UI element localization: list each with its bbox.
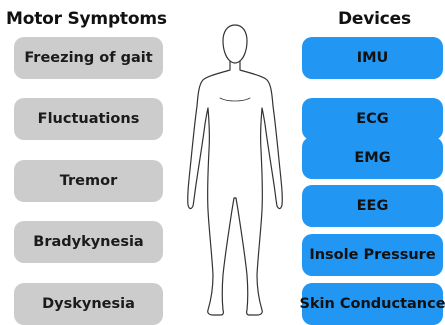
figure-body bbox=[188, 61, 283, 315]
device-skin-conductance: Skin Conductance bbox=[302, 283, 443, 325]
devices-heading: Devices bbox=[338, 9, 411, 29]
symptom-tremor: Tremor bbox=[14, 160, 163, 202]
device-insole-pressure: Insole Pressure bbox=[302, 234, 443, 276]
human-body-outline-icon bbox=[175, 20, 295, 320]
symptom-dyskynesia: Dyskynesia bbox=[14, 283, 163, 325]
device-imu: IMU bbox=[302, 37, 443, 79]
motor-symptoms-heading: Motor Symptoms bbox=[6, 9, 167, 29]
device-ecg: ECG bbox=[302, 98, 443, 140]
symptom-bradykynesia: Bradykynesia bbox=[14, 221, 163, 263]
figure-head bbox=[223, 25, 247, 63]
symptom-fluctuations: Fluctuations bbox=[14, 98, 163, 140]
device-eeg: EEG bbox=[302, 185, 443, 227]
device-emg: EMG bbox=[302, 137, 443, 179]
symptom-freezing-of-gait: Freezing of gait bbox=[14, 37, 163, 79]
figure-chest-line bbox=[220, 98, 250, 101]
